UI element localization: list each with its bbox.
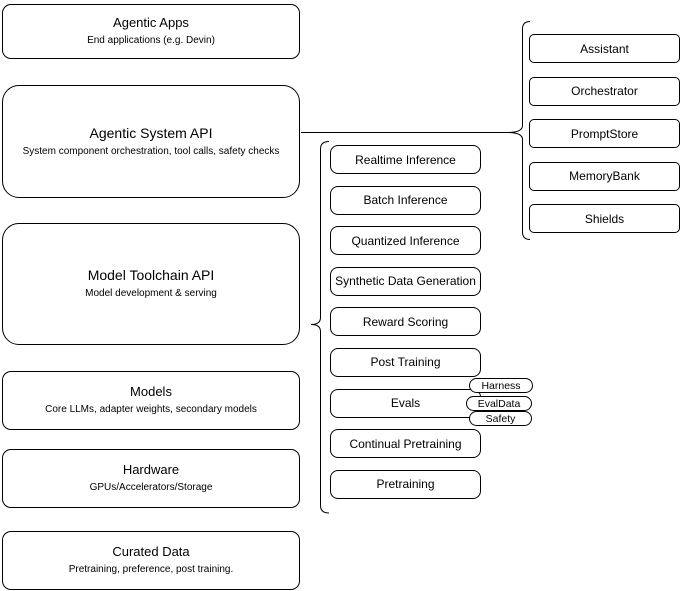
box-synthetic-data-generation: Synthetic Data Generation — [330, 266, 481, 296]
box-hardware: Hardware GPUs/Accelerators/Storage — [2, 449, 300, 508]
box-batch-inference: Batch Inference — [330, 185, 481, 215]
box-subtitle: Model development & serving — [85, 288, 217, 300]
toolchain-group: Realtime Inference Batch Inference Quant… — [330, 145, 481, 499]
box-subtitle: End applications (e.g. Devin) — [87, 35, 215, 47]
box-subtitle: Core LLMs, adapter weights, secondary mo… — [45, 404, 257, 416]
box-title: Hardware — [122, 462, 180, 478]
box-title: Models — [130, 384, 172, 400]
box-evals: Evals — [330, 388, 481, 418]
box-orchestrator: Orchestrator — [529, 76, 680, 106]
box-title: Agentic System API — [89, 124, 213, 141]
box-realtime-inference: Realtime Inference — [330, 145, 481, 174]
box-quantized-inference: Quantized Inference — [330, 226, 481, 256]
box-agentic-apps: Agentic Apps End applications (e.g. Devi… — [2, 4, 300, 59]
box-title: Agentic Apps — [113, 15, 189, 31]
box-agentic-system-api: Agentic System API System component orch… — [2, 85, 300, 198]
box-continual-pretraining: Continual Pretraining — [330, 429, 481, 459]
box-reward-scoring: Reward Scoring — [330, 307, 481, 337]
box-models: Models Core LLMs, adapter weights, secon… — [2, 371, 300, 430]
bracket-toolchain-group — [310, 141, 330, 514]
box-model-toolchain-api: Model Toolchain API Model development & … — [2, 223, 300, 345]
box-pretraining: Pretraining — [330, 469, 481, 499]
box-subtitle: System component orchestration, tool cal… — [22, 145, 280, 157]
box-promptstore: PromptStore — [529, 119, 680, 148]
box-memorybank: MemoryBank — [529, 161, 680, 191]
system-group: Assistant Orchestrator PromptStore Memor… — [529, 34, 680, 233]
box-shields: Shields — [529, 204, 680, 233]
box-post-training: Post Training — [330, 347, 481, 377]
box-title: Model Toolchain API — [87, 267, 215, 284]
box-assistant: Assistant — [529, 34, 680, 63]
box-title: Curated Data — [112, 544, 190, 560]
tag-evaldata: EvalData — [466, 396, 532, 411]
tag-harness: Harness — [469, 378, 533, 393]
box-subtitle: Pretraining, preference, post training. — [68, 564, 234, 576]
tag-safety: Safety — [469, 411, 532, 426]
box-subtitle: GPUs/Accelerators/Storage — [89, 482, 213, 494]
bracket-system-group — [507, 21, 531, 240]
box-curated-data: Curated Data Pretraining, preference, po… — [2, 531, 300, 590]
